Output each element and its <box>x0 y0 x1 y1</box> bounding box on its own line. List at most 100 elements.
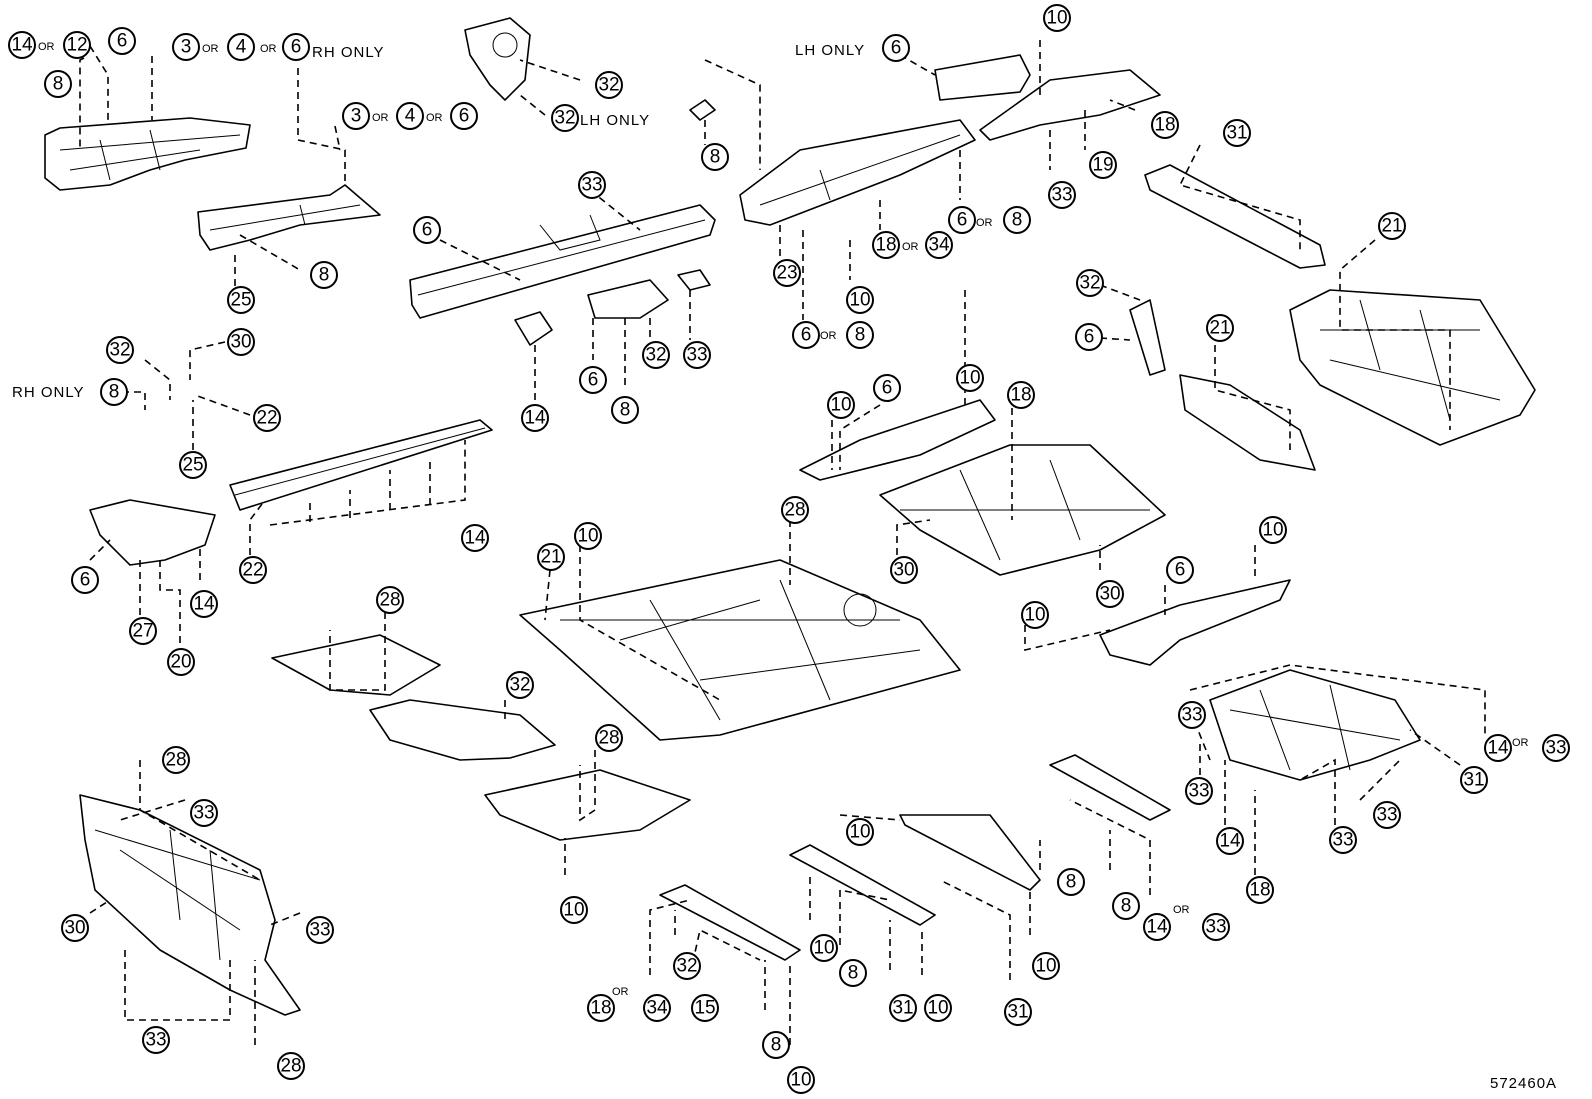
callout-18: 18 <box>1007 381 1035 409</box>
or-label: OR <box>426 112 443 124</box>
text-notes: RH ONLY LH ONLY LH ONLY RH ONLY OR OR OR… <box>12 41 1557 1092</box>
svg-text:14: 14 <box>524 408 546 429</box>
callout-6: 6 <box>71 566 99 594</box>
callout-10: 10 <box>560 896 588 924</box>
callout-10: 10 <box>1032 952 1060 980</box>
callout-14: 14 <box>521 404 549 432</box>
svg-text:6: 6 <box>957 210 968 231</box>
callout-10: 10 <box>810 934 838 962</box>
svg-text:10: 10 <box>577 526 598 547</box>
bracket-d <box>677 269 711 291</box>
callout-21: 21 <box>1206 314 1234 342</box>
svg-text:25: 25 <box>230 290 251 311</box>
svg-text:6: 6 <box>588 370 599 391</box>
or-label: OR <box>372 112 389 124</box>
svg-text:10: 10 <box>813 938 834 959</box>
callout-14: 14 <box>461 524 489 552</box>
callout-10: 10 <box>827 391 855 419</box>
callout-14: 14 <box>1484 734 1512 762</box>
rear-cross-member-upper <box>1144 164 1326 269</box>
callout-31: 31 <box>1004 998 1032 1026</box>
callout-6: 6 <box>1075 323 1103 351</box>
svg-text:31: 31 <box>892 998 913 1019</box>
side-member-lh-only <box>934 54 1031 101</box>
cross-member-14 <box>1049 754 1171 821</box>
svg-text:30: 30 <box>64 918 85 939</box>
svg-text:10: 10 <box>849 290 870 311</box>
callout-8: 8 <box>310 261 338 289</box>
svg-text:15: 15 <box>694 998 715 1019</box>
svg-text:31: 31 <box>1007 1002 1028 1023</box>
front-floor-side-panel-left <box>271 634 441 696</box>
callout-14: 14 <box>1216 827 1244 855</box>
rear-floor-cross-panel <box>1179 374 1316 471</box>
svg-text:10: 10 <box>830 395 851 416</box>
svg-text:28: 28 <box>280 1056 301 1077</box>
note-rh-only-left: RH ONLY <box>12 384 85 401</box>
callout-28: 28 <box>277 1052 305 1080</box>
callout-8: 8 <box>701 143 729 171</box>
svg-text:33: 33 <box>1181 705 1202 726</box>
callout-30: 30 <box>1096 580 1124 608</box>
callout-33: 33 <box>1048 181 1076 209</box>
callout-12: 12 <box>63 31 91 59</box>
svg-text:30: 30 <box>230 332 251 353</box>
svg-text:33: 33 <box>686 345 707 366</box>
callout-32: 32 <box>551 104 579 132</box>
callout-14: 14 <box>190 590 218 618</box>
svg-text:8: 8 <box>848 963 859 984</box>
callout-33: 33 <box>683 341 711 369</box>
callout-28: 28 <box>781 496 809 524</box>
svg-text:6: 6 <box>1175 560 1186 581</box>
callout-32: 32 <box>642 341 670 369</box>
callout-10: 10 <box>846 286 874 314</box>
callout-10: 10 <box>924 994 952 1022</box>
svg-text:14: 14 <box>1487 738 1509 759</box>
or-label: OR <box>260 43 277 55</box>
callout-6: 6 <box>108 27 136 55</box>
floor-side-member-right <box>1099 579 1291 666</box>
callout-33: 33 <box>1373 801 1401 829</box>
svg-text:10: 10 <box>1035 956 1056 977</box>
svg-text:18: 18 <box>1010 385 1031 406</box>
callout-18: 18 <box>872 231 900 259</box>
callout-33: 33 <box>1542 734 1570 762</box>
svg-text:33: 33 <box>193 803 214 824</box>
svg-text:30: 30 <box>893 560 914 581</box>
svg-text:27: 27 <box>132 621 153 642</box>
callout-21: 21 <box>1378 212 1406 240</box>
svg-text:14: 14 <box>464 528 486 549</box>
svg-text:8: 8 <box>1066 872 1077 893</box>
callout-33: 33 <box>142 1026 170 1054</box>
callout-23: 23 <box>773 259 801 287</box>
or-label: OR <box>38 41 55 53</box>
callout-10: 10 <box>787 1066 815 1094</box>
callout-33: 33 <box>1202 913 1230 941</box>
svg-text:6: 6 <box>801 325 812 346</box>
or-label: OR <box>1173 904 1190 916</box>
svg-text:4: 4 <box>405 106 416 127</box>
svg-text:10: 10 <box>927 998 948 1019</box>
callout-6: 6 <box>450 102 478 130</box>
callout-33: 33 <box>306 916 334 944</box>
callout-21: 21 <box>537 543 565 571</box>
svg-text:18: 18 <box>875 235 896 256</box>
callout-18: 18 <box>1151 111 1179 139</box>
callout-32: 32 <box>673 952 701 980</box>
bracket-c <box>587 279 669 319</box>
svg-text:8: 8 <box>771 1035 782 1056</box>
svg-text:22: 22 <box>256 408 277 429</box>
diagram-id: 572460A <box>1490 1075 1557 1092</box>
svg-text:28: 28 <box>165 750 186 771</box>
svg-text:6: 6 <box>117 31 128 52</box>
callout-31: 31 <box>1223 119 1251 147</box>
or-label: OR <box>976 217 993 229</box>
svg-text:32: 32 <box>645 345 666 366</box>
callout-11: 14 <box>8 31 36 59</box>
svg-text:6: 6 <box>1084 327 1095 348</box>
svg-text:10: 10 <box>1024 605 1045 626</box>
callout-19: 19 <box>1089 151 1117 179</box>
or-label: OR <box>902 241 919 253</box>
floor-side-rail <box>409 204 716 319</box>
callout-30: 30 <box>890 556 918 584</box>
